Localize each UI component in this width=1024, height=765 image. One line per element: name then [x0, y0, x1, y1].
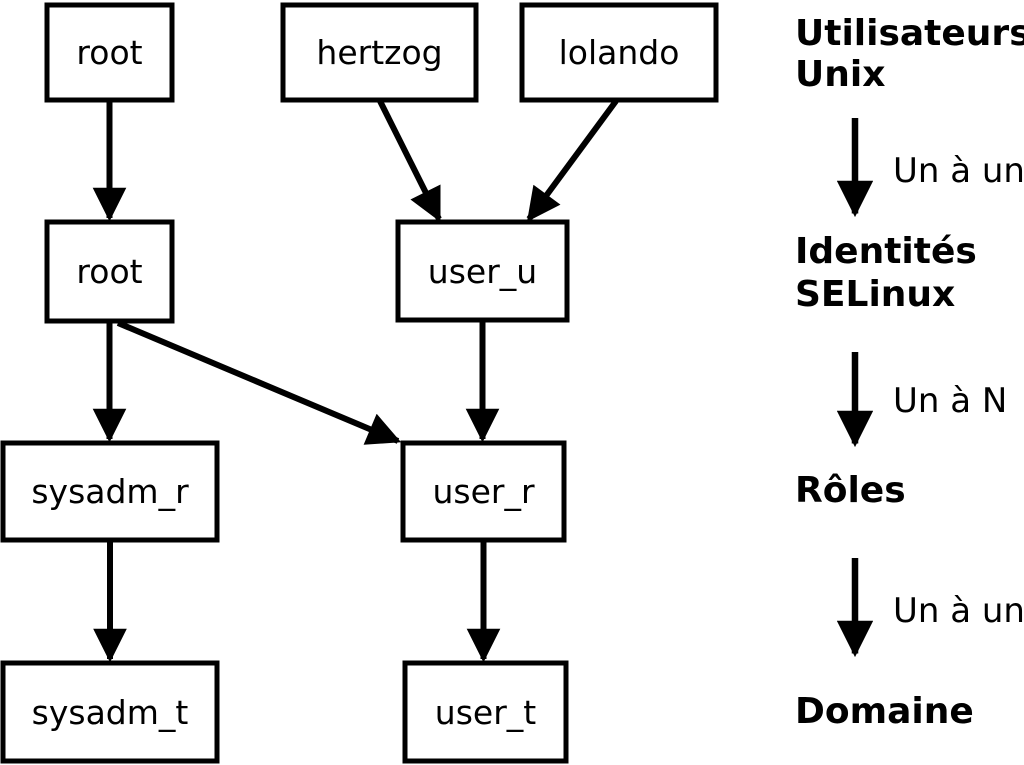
- node-box: [44, 219, 175, 324]
- legend-level-selinux-identities-line2: SELinux: [795, 274, 955, 315]
- edge-lolando-to-user-u-arrow-icon: [526, 99, 619, 222]
- node-box: [44, 2, 175, 103]
- legend-level-unix-users-line1: Utilisateurs: [795, 13, 1024, 54]
- node-box: [400, 440, 567, 543]
- node-selinux-id-user-u: user_u: [395, 219, 570, 323]
- legend-level-unix-users-line2: Unix: [795, 54, 885, 95]
- legend-relation-one-to-one-1: Un à un: [893, 151, 1024, 191]
- node-box: [0, 440, 220, 543]
- legend-level-selinux-identities-line1: Identités: [795, 231, 977, 272]
- node-unix-user-lolando: lolando: [519, 2, 719, 103]
- node-box: [0, 660, 220, 764]
- node-box: [395, 219, 570, 323]
- node-label: root: [76, 33, 142, 72]
- legend-level-roles: Rôles: [795, 470, 906, 511]
- node-role-sysadm-r: sysadm_r: [0, 440, 220, 543]
- node-box: [519, 2, 719, 103]
- edge-hertzog-to-user-u-arrow-icon: [377, 99, 442, 223]
- node-label: hertzog: [316, 33, 442, 72]
- node-label: sysadm_t: [32, 693, 189, 732]
- node-domain-sysadm-t: sysadm_t: [0, 660, 220, 764]
- legend-relation-one-to-n: Un à N: [893, 381, 1007, 421]
- node-unix-user-root: root: [44, 2, 175, 103]
- node-label: user_t: [435, 693, 536, 732]
- node-box: [280, 2, 479, 103]
- node-label: sysadm_r: [31, 472, 189, 511]
- node-unix-user-hertzog: hertzog: [280, 2, 479, 103]
- node-role-user-r: user_r: [400, 440, 567, 543]
- legend: Utilisateurs Unix Un à un Identités SELi…: [795, 13, 1024, 732]
- node-box: [402, 660, 569, 764]
- node-label: lolando: [559, 33, 680, 72]
- diagram-edges: [92, 99, 619, 663]
- edge-selinux-root-to-user-r-arrow-icon: [116, 320, 402, 445]
- legend-level-domain: Domaine: [795, 691, 974, 732]
- node-label: user_u: [428, 252, 537, 291]
- node-label: root: [76, 252, 142, 291]
- node-label: user_r: [432, 472, 534, 511]
- legend-relation-one-to-one-2: Un à un: [893, 591, 1024, 631]
- node-domain-user-t: user_t: [402, 660, 569, 764]
- node-selinux-id-root: root: [44, 219, 175, 324]
